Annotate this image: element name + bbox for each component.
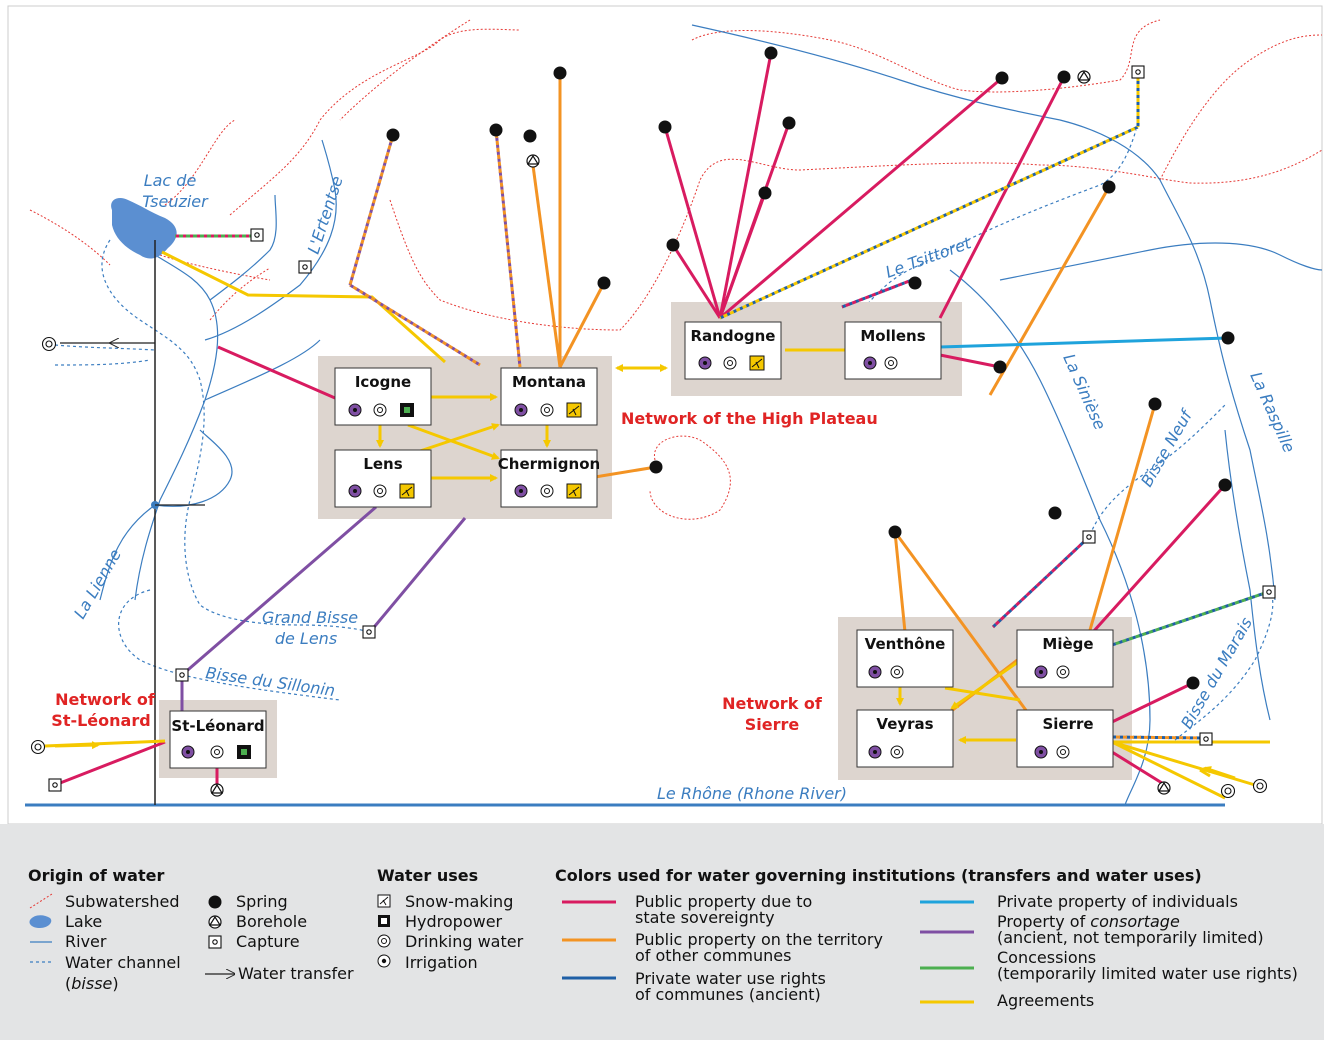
- legend-channel-1: Water channel: [65, 953, 181, 972]
- boreholes: [210, 70, 1171, 797]
- subwatershed-boundaries: [29, 19, 1323, 520]
- marais-label: Bisse du Marais: [1177, 614, 1256, 732]
- legend-subwatershed: Subwatershed: [65, 892, 180, 911]
- spring-icon: [208, 895, 222, 909]
- siniese-label: La Sinièse: [1059, 351, 1109, 433]
- legend-hydro: Hydropower: [405, 912, 503, 931]
- legend-c4: Private property of individuals: [997, 892, 1238, 911]
- legend-lake: Lake: [65, 912, 103, 931]
- network-boxes: [159, 302, 1132, 780]
- transfer-lines: [44, 52, 1270, 800]
- commune-icogne: Icogne: [355, 373, 411, 391]
- legend-c6-1: Concessions: [997, 948, 1097, 967]
- legend-c2-1: Public property on the territory: [635, 930, 883, 949]
- agreement-arrows: [54, 364, 1236, 780]
- lienne-label: La Lienne: [70, 546, 125, 622]
- legend-uses-title: Water uses: [377, 866, 479, 885]
- captures: [48, 65, 1276, 792]
- commune-veyras: Veyras: [876, 715, 933, 733]
- commune-lens: Lens: [363, 455, 402, 473]
- sillonin-label: Bisse du Sillonin: [204, 663, 336, 700]
- color-swatches-left: [562, 900, 616, 980]
- legend-c5-1: Property of consortage: [997, 912, 1180, 931]
- legend-c3-2: of communes (ancient): [635, 985, 821, 1004]
- legend-c6-2: (temporarily limited water use rights): [997, 964, 1298, 983]
- color-swatches-right: [920, 900, 974, 1004]
- grand-bisse-label-1: Grand Bisse: [262, 608, 358, 627]
- hydropower-icons: [237, 403, 414, 759]
- legend-river: River: [65, 932, 107, 951]
- legend-spring: Spring: [236, 892, 288, 911]
- network-sierre-label-2: Sierre: [745, 715, 800, 734]
- commune-venthone: Venthône: [865, 635, 946, 653]
- origin-legend-symbols: [29, 893, 53, 963]
- snow-making-icons: [399, 355, 765, 499]
- commune-mollens: Mollens: [860, 327, 925, 345]
- commune-miege: Miège: [1042, 635, 1093, 653]
- grand-bisse-label-2: de Lens: [275, 629, 337, 648]
- legend-c1-2: state sovereignty: [635, 908, 775, 927]
- legend-c5-2: (ancient, not temporarily limited): [997, 928, 1264, 947]
- lake-icon: [29, 915, 52, 928]
- legend-borehole: Borehole: [236, 912, 308, 931]
- network-st-leonard-label-1: Network of: [55, 690, 156, 709]
- legend-irrigation: Irrigation: [405, 953, 478, 972]
- legend-snow: Snow-making: [405, 892, 514, 911]
- commune-sierre: Sierre: [1042, 715, 1093, 733]
- lake-label-1: Lac de: [144, 171, 197, 190]
- network-st-leonard-label-2: St-Léonard: [51, 711, 150, 730]
- legend-transfer: Water transfer: [238, 964, 354, 983]
- raspille-label: La Raspille: [1246, 369, 1299, 456]
- origin-legend-symbols-2: [205, 895, 235, 1012]
- drinking-water-sources: [30, 336, 1268, 799]
- commune-randogne: Randogne: [691, 327, 776, 345]
- water-network-map: Icogne Montana Lens Chermignon Randogne …: [7, 5, 1323, 825]
- legend-channel-2: (bisse): [65, 974, 119, 993]
- drinking-water-icons: [210, 356, 1070, 759]
- legend-c2-2: of other communes: [635, 946, 792, 965]
- legend: Origin of water Subwatershed Lake River …: [0, 824, 1324, 1040]
- commune-chermignon: Chermignon: [498, 455, 600, 473]
- uses-legend-symbols: [377, 894, 391, 968]
- network-sierre-label-1: Network of: [722, 694, 823, 713]
- lake-label-2: Tseuzier: [142, 192, 209, 211]
- commune-boxes: [169, 321, 1114, 769]
- commune-st-leonard: St-Léonard: [171, 717, 264, 735]
- legend-capture: Capture: [236, 932, 300, 951]
- springs: [386, 46, 1235, 690]
- irrigation-icons: [181, 356, 1048, 759]
- commune-montana: Montana: [512, 373, 586, 391]
- rivers: [99, 24, 1323, 806]
- lake-tseuzier: [111, 198, 177, 259]
- subwatershed-icon: [29, 893, 53, 909]
- legend-origin-title: Origin of water: [28, 866, 165, 885]
- legend-drinking: Drinking water: [405, 932, 524, 951]
- rhone-label: Le Rhône (Rhone River): [657, 784, 847, 803]
- legend-c3-1: Private water use rights: [635, 969, 826, 988]
- bisse-neuf-label: Bisse Neuf: [1137, 405, 1197, 490]
- ertentse-label: L'Ertentse: [304, 173, 347, 256]
- legend-colors-title: Colors used for water governing institut…: [555, 866, 1202, 885]
- tsittoret-label: Le Tsittoret: [883, 233, 974, 282]
- water-channels: [54, 129, 1274, 741]
- network-high-plateau-label: Network of the High Plateau: [621, 409, 878, 428]
- legend-c7: Agreements: [997, 991, 1095, 1010]
- legend-c1-1: Public property due to: [635, 892, 813, 911]
